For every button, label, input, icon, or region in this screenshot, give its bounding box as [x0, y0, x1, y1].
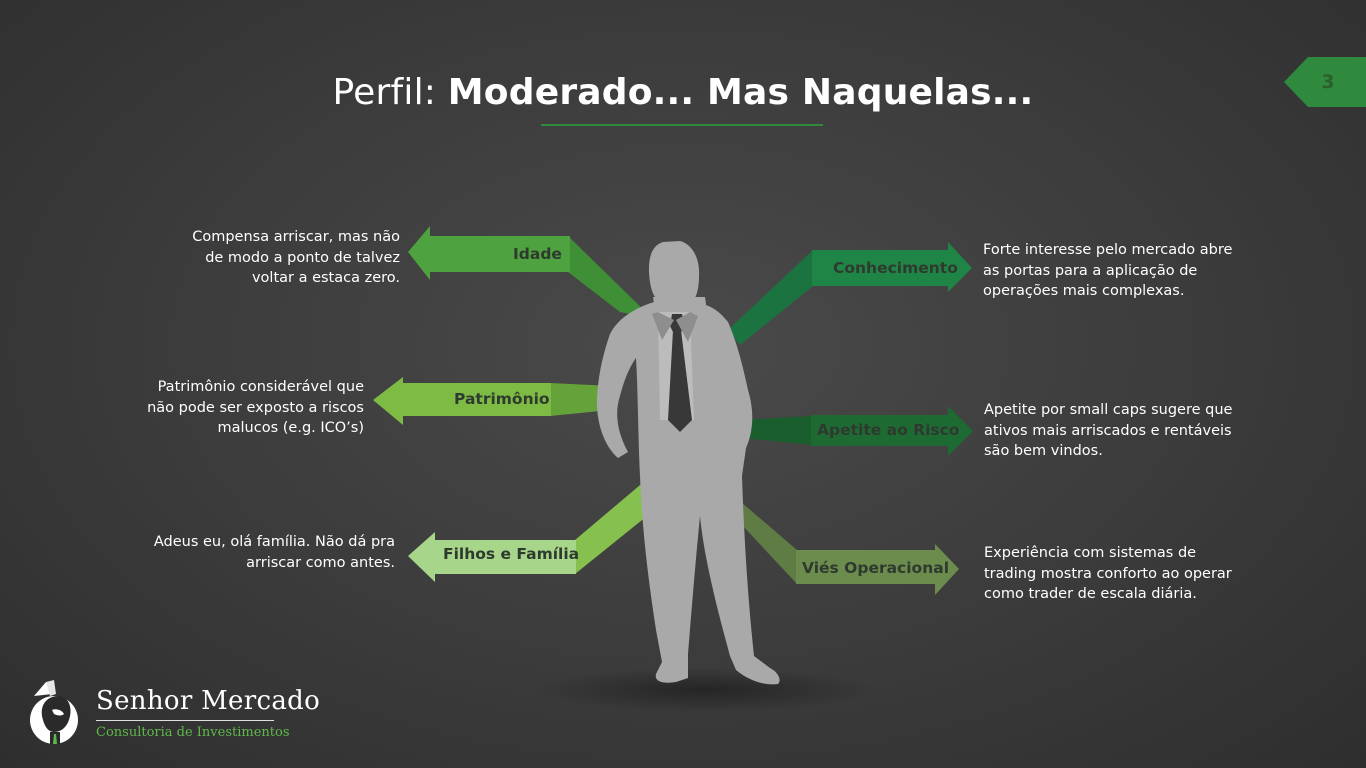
page-number-tab	[1284, 57, 1366, 107]
label-idade: Idade	[513, 245, 562, 263]
title-underline	[541, 124, 823, 126]
connector-filhos	[575, 480, 652, 574]
brand-name: Senhor Mercado	[96, 686, 321, 716]
label-apetite: Apetite ao Risco	[817, 421, 960, 439]
arrow-apetite[interactable]	[811, 406, 973, 456]
title-prefix: Perfil:	[332, 72, 448, 113]
arrow-vies[interactable]	[796, 544, 959, 595]
slide-title: Perfil: Moderado... Mas Naquelas...	[0, 72, 1366, 113]
senhor-mercado-logo-icon	[30, 680, 78, 744]
arrow-conhecimento[interactable]	[812, 242, 972, 292]
title-bold: Moderado... Mas Naquelas...	[447, 72, 1034, 113]
desc-apetite: Apetite por small caps sugere que ativos…	[984, 402, 1233, 459]
connector-conhecimento	[728, 250, 813, 345]
connector-patrimonio	[550, 383, 612, 416]
arrow-patrimonio[interactable]	[373, 377, 551, 425]
connector-apetite	[742, 416, 812, 445]
label-conhecimento: Conhecimento	[833, 259, 958, 277]
shirt-and-tie	[652, 312, 698, 432]
label-vies: Viés Operacional	[802, 559, 950, 577]
arrow-filhos[interactable]	[408, 532, 576, 582]
brand-divider	[96, 720, 274, 721]
label-patrimonio: Patrimônio	[454, 390, 550, 408]
arrow-idade[interactable]	[408, 226, 570, 280]
connector-vies	[734, 496, 797, 584]
connector-idade	[568, 236, 652, 318]
desc-conhecimento: Forte interesse pelo mercado abre as por…	[983, 242, 1233, 299]
label-filhos: Filhos e Família	[443, 545, 580, 563]
page-number: 3	[1321, 71, 1335, 93]
desc-idade: Compensa arriscar, mas não de modo a pon…	[192, 229, 400, 286]
desc-patrimonio: Patrimônio considerável que não pode ser…	[147, 379, 364, 436]
desc-vies: Experiência com sistemas de trading most…	[984, 545, 1232, 602]
desc-filhos: Adeus eu, olá família. Não dá pra arrisc…	[153, 534, 395, 571]
brand-subtitle: Consultoria de Investimentos	[96, 725, 290, 740]
figure-shadow	[535, 668, 875, 712]
